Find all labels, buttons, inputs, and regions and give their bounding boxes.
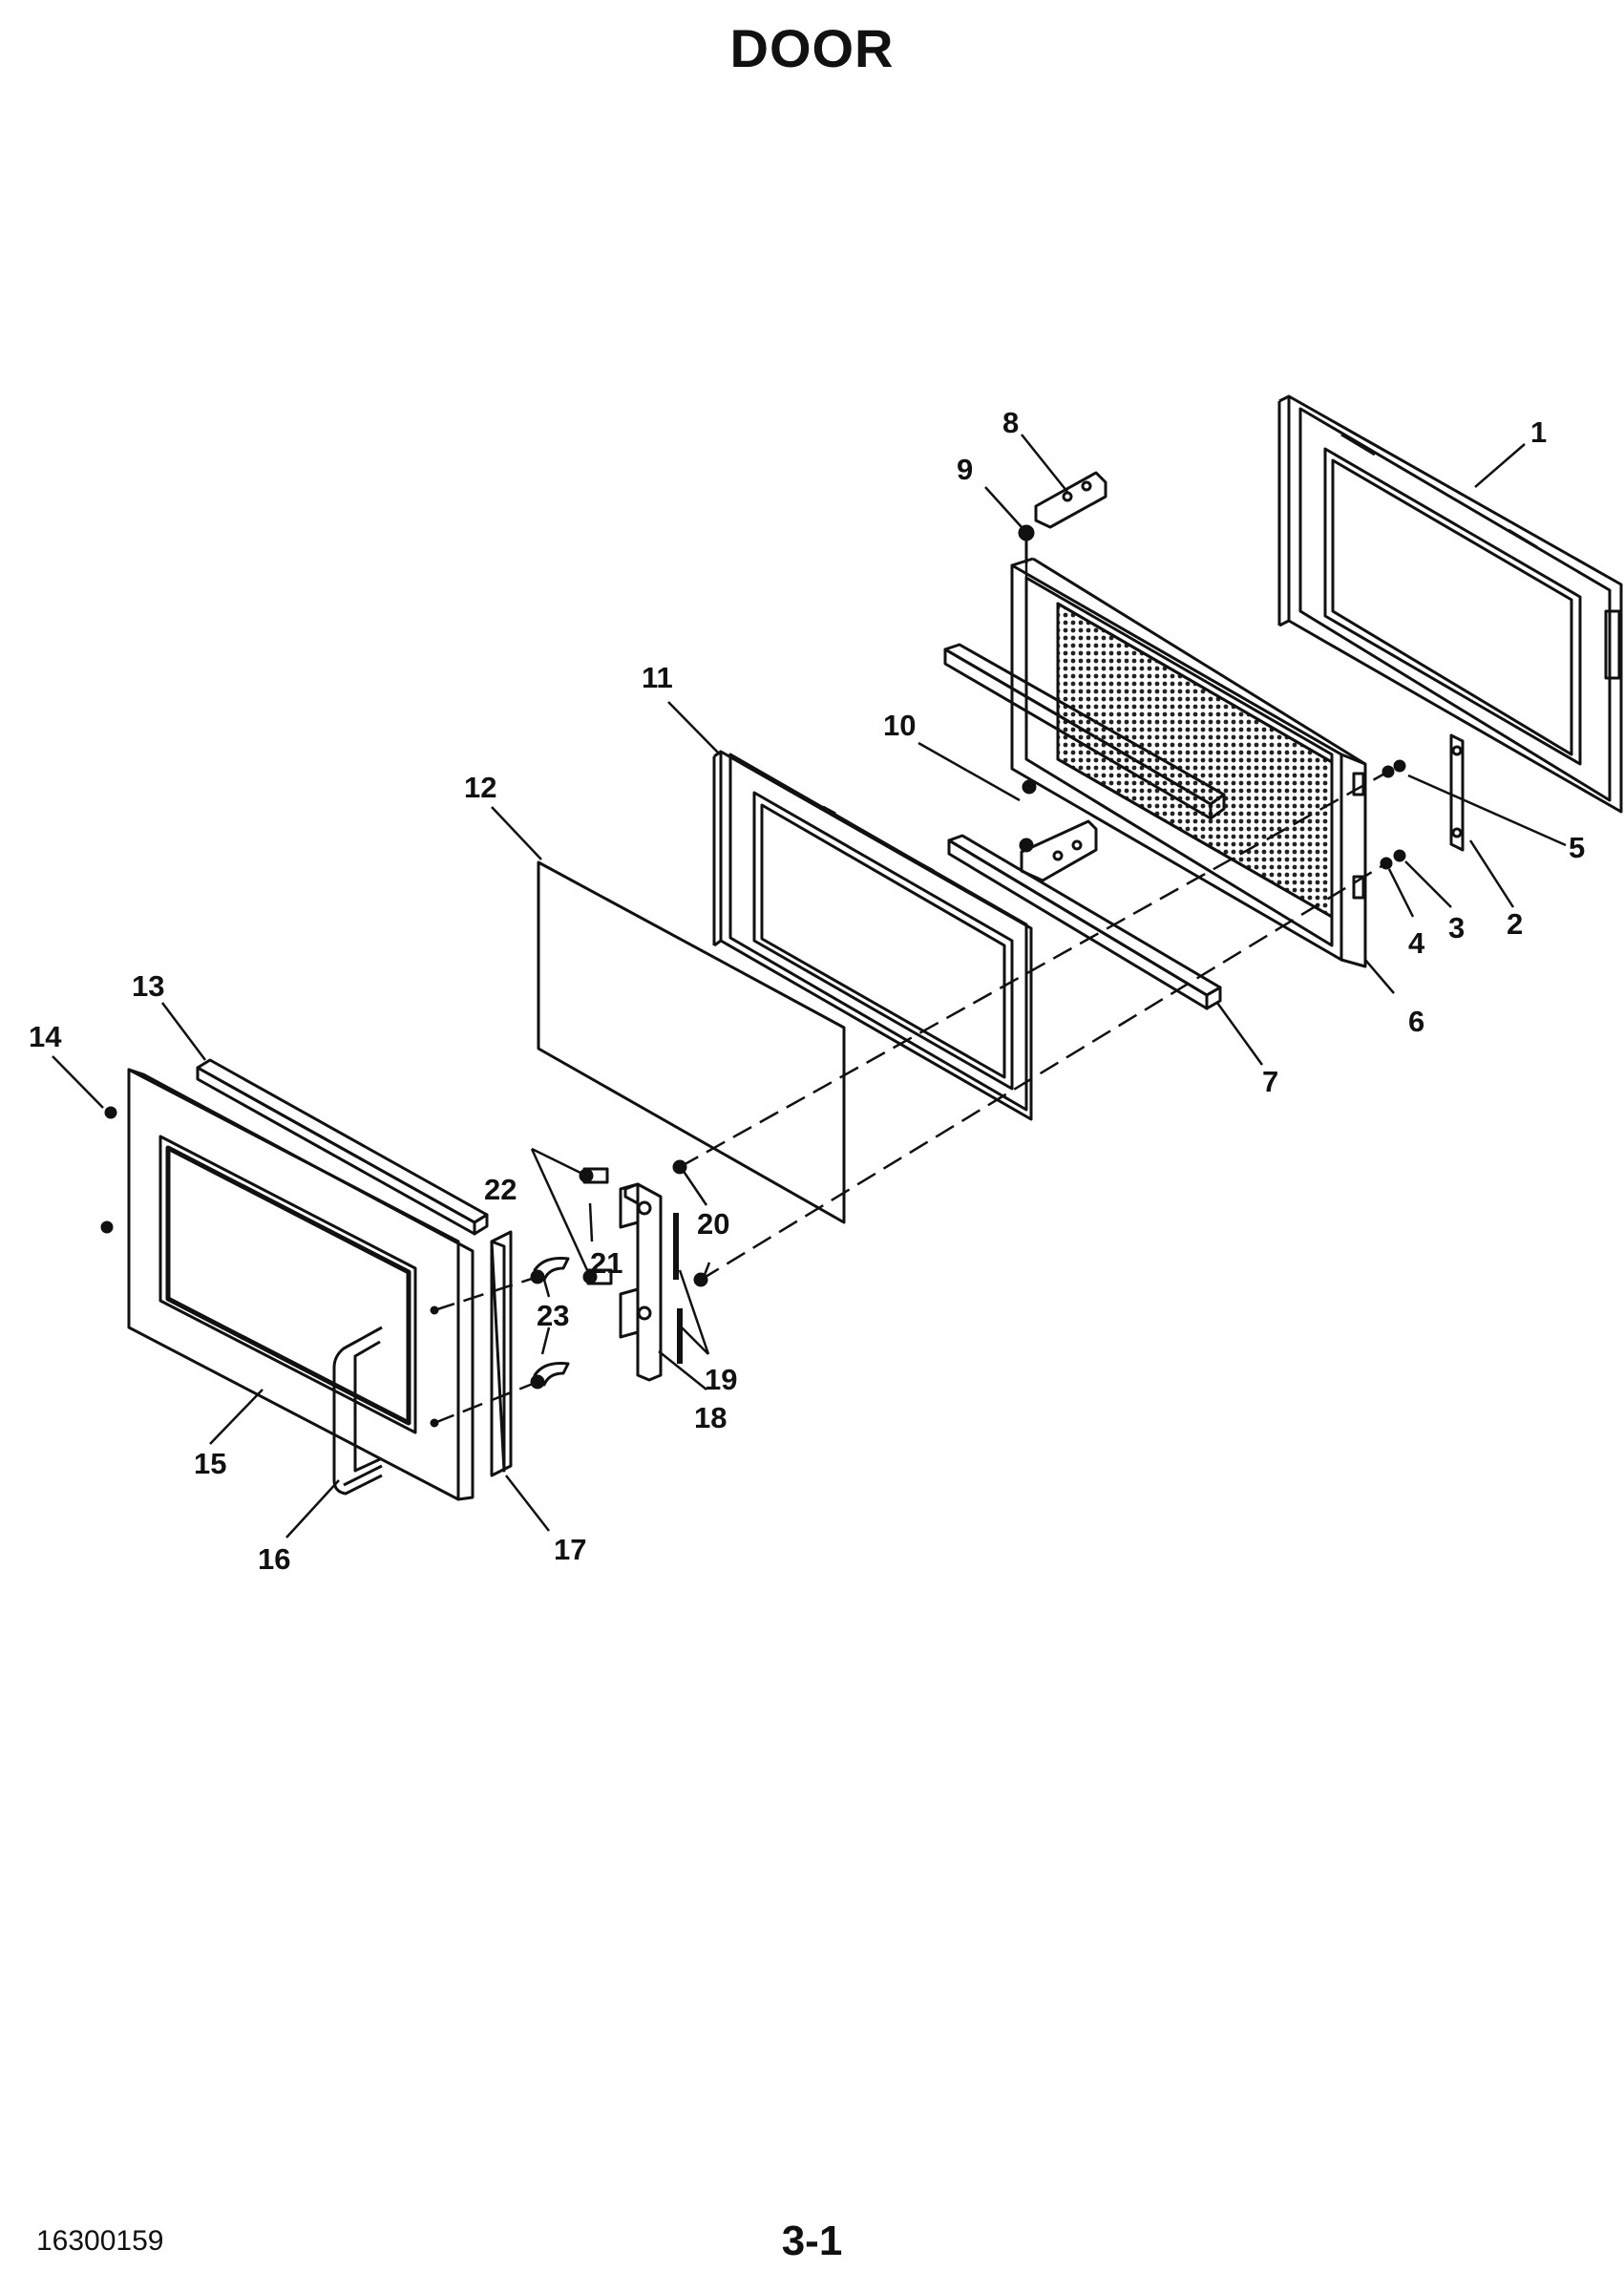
callout-13: 13 [132,969,164,1003]
choke-top-bar [943,643,1226,820]
part-17-side-strip [490,1230,513,1477]
callout-5: 5 [1569,831,1585,864]
part-6-inner-door-panel [1010,557,1367,968]
callout-9: 9 [957,453,973,486]
parts-3-4-5-screws [1380,759,1406,870]
part-8-top-hinge [1034,471,1107,529]
callout-19: 19 [705,1363,737,1396]
callout-8: 8 [1002,406,1019,439]
part-19-latch-springs [673,1213,683,1364]
callout-3: 3 [1448,911,1465,944]
callout-4: 4 [1408,926,1425,960]
part-18-latch-bracket [619,1182,663,1382]
callout-16: 16 [258,1542,290,1576]
callout-12: 12 [464,771,496,804]
callout-15: 15 [194,1447,226,1480]
part-7-choke-bar [947,834,1222,1010]
callout-21: 21 [590,1246,622,1280]
callout-6: 6 [1408,1005,1424,1038]
part-11-middle-frame [712,750,1033,1121]
callout-14: 14 [29,1020,62,1053]
callout-23: 23 [537,1299,569,1332]
part-15-front-door-panel [127,1068,475,1501]
callout-20: 20 [697,1207,729,1241]
part-9-screw [1018,524,1035,563]
callout-17: 17 [554,1533,586,1566]
page-title: DOOR [729,18,895,78]
callout-22: 22 [484,1173,517,1206]
part-21-22-latch-pins [579,1167,613,1285]
callout-18: 18 [694,1401,727,1434]
alignment-lines [433,563,1389,1425]
callout-11: 11 [642,661,673,694]
part-13-top-strip [196,1058,489,1236]
part-1-outer-door-frame [1277,394,1623,814]
part-12-glass-pane [537,860,846,1224]
callout-1: 1 [1530,415,1547,449]
part-14-screws [100,1106,117,1234]
leader-lines [52,434,1567,1539]
callout-2: 2 [1507,907,1523,941]
part-16-handle [332,1326,383,1496]
document-number: 16300159 [36,2225,164,2257]
part-23-latch-hooks [530,1257,570,1390]
callout-10: 10 [883,709,916,742]
page-number: 3-1 [781,2218,843,2264]
part-2-plate [1449,733,1465,852]
callout-7: 7 [1262,1065,1278,1098]
